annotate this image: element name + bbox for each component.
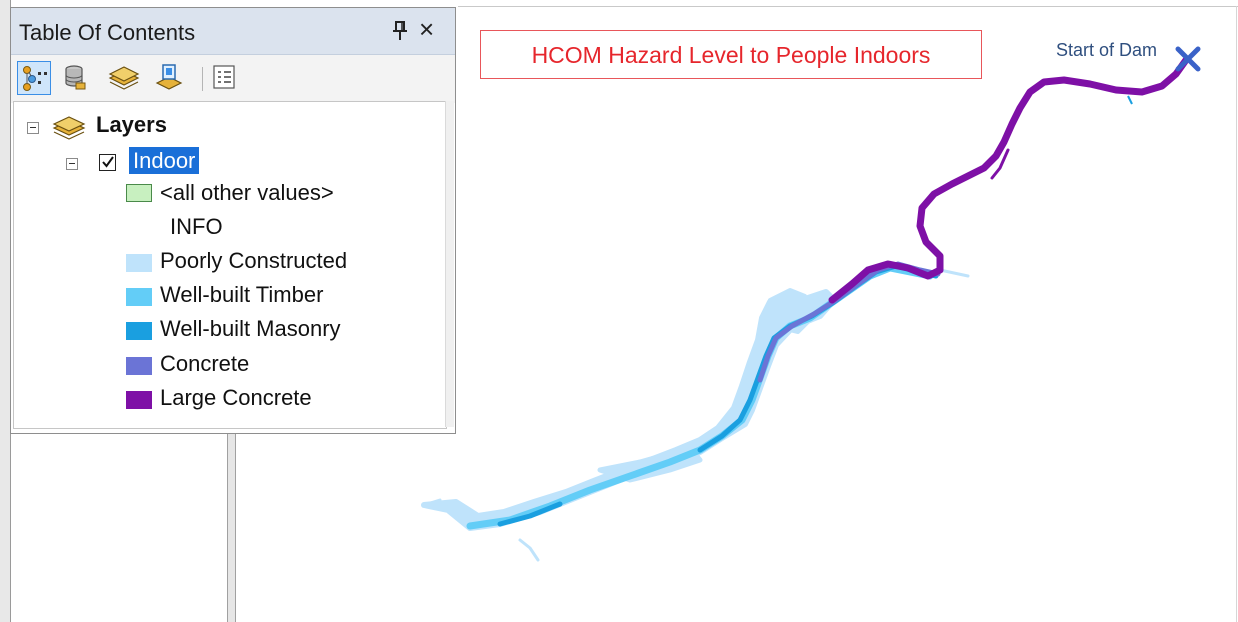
pin-icon[interactable] [391,20,409,42]
legend-swatch-well-built-masonry [126,322,152,340]
x-marker-icon [1175,46,1201,72]
legend-label-poorly-constructed: Poorly Constructed [160,248,348,273]
list-by-source-button[interactable] [59,61,93,95]
checkmark-icon [102,156,114,168]
table-of-contents-panel: Table Of Contents × [10,7,456,434]
database-icon [65,65,86,90]
map-frame-right [1236,6,1237,622]
options-list-icon [213,65,235,89]
legend-swatch-large-concrete [126,391,152,409]
toc-scrollbar[interactable] [445,101,454,427]
toolbar-separator [202,67,203,91]
list-by-drawing-order-button[interactable] [17,61,51,95]
legend-swatch-well-built-timber [126,288,152,306]
legend-label-all-other-values: <all other values> [160,180,334,205]
pane-splitter[interactable] [227,432,236,622]
flood-masonry-band [497,263,939,527]
toc-title: Table Of Contents [19,20,196,45]
toc-toolbar [11,55,455,103]
legend-swatch-poorly-constructed [126,254,152,272]
legend-swatch-concrete [126,357,152,375]
legend-swatch-all-other-values [126,184,152,202]
map-frame-top [458,6,1238,7]
indoor-layer-label-text: Indoor [129,147,200,174]
flood-large-concrete-band [828,56,1190,304]
list-by-visibility-button[interactable] [107,61,141,95]
indoor-visibility-checkbox[interactable] [99,154,116,171]
legend-label-concrete: Concrete [160,351,250,376]
map-title-box: HCOM Hazard Level to People Indoors [480,30,982,79]
selection-icon [155,64,183,90]
map-title: HCOM Hazard Level to People Indoors [531,42,931,68]
indoor-layer-label[interactable]: Indoor [129,147,200,174]
legend-label-large-concrete: Large Concrete [160,385,312,410]
layers-root-label[interactable]: Layers [96,112,167,137]
legend-label-well-built-masonry: Well-built Masonry [160,316,341,341]
legend-label-well-built-timber: Well-built Timber [160,282,324,307]
layers-collapse-toggle[interactable] [27,122,39,134]
close-icon[interactable]: × [419,14,435,44]
start-of-dam-label: Start of Dam [1056,40,1158,60]
flood-timber-band [466,264,934,530]
legend-heading-info: INFO [170,214,223,239]
indoor-collapse-toggle[interactable] [66,158,78,170]
layers-icon [52,116,86,140]
layers-visibility-icon [108,66,140,90]
options-button[interactable] [209,61,243,95]
flood-extent-lower [421,289,837,531]
toc-titlebar[interactable]: Table Of Contents × [11,8,455,55]
toc-tree: Layers Indoor <all other values> INFO Po… [13,101,447,429]
list-by-selection-button[interactable] [153,61,187,95]
list-drawing-order-icon [23,66,47,91]
